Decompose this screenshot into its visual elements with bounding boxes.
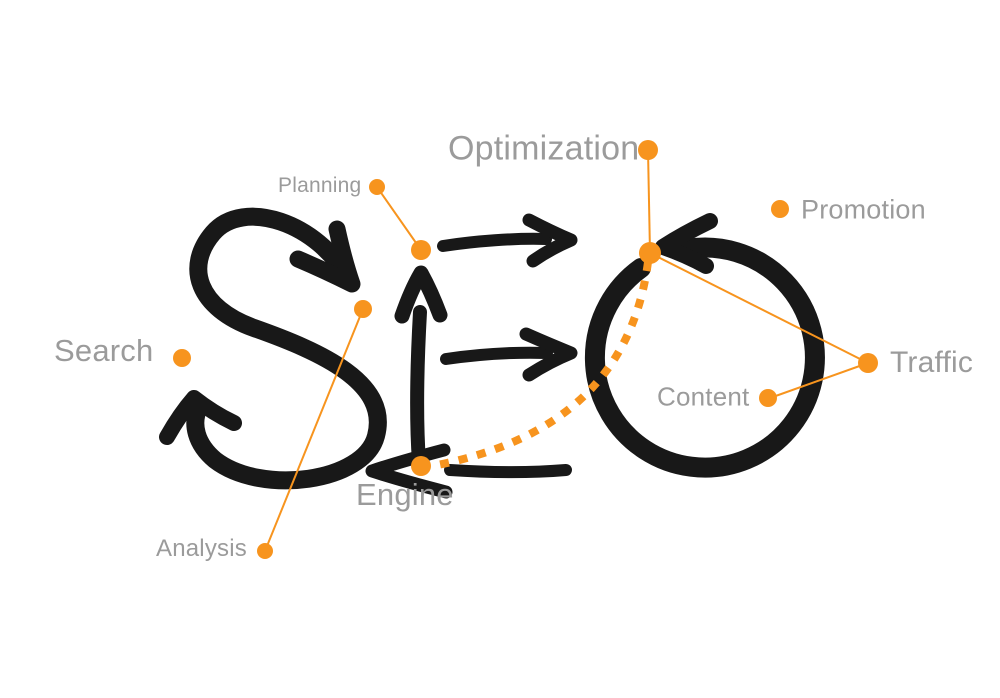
label-search: Search [54, 333, 154, 368]
dot-e-top [411, 240, 431, 260]
dot-analysis [257, 543, 273, 559]
label-optimization: Optimization [448, 129, 640, 168]
line-o-top-to-traffic [649, 252, 869, 364]
letter-e-top-arm-arrowhead-icon [522, 213, 578, 268]
letter-s-shape [159, 207, 387, 490]
letter-e-shape [365, 213, 578, 499]
dotted-curve-o-to-engine [431, 261, 652, 470]
letter-e-spine-shaft [410, 305, 427, 469]
label-analysis: Analysis [156, 535, 247, 562]
dot-search [173, 349, 191, 367]
letter-s-stroke [186, 207, 387, 490]
line-planning-to-e-top [376, 186, 422, 251]
line-optimization-to-o-top [647, 149, 651, 254]
dot-promotion [771, 200, 789, 218]
letter-s-bottom-arrowhead-icon [159, 390, 242, 445]
label-planning: Planning [278, 174, 362, 197]
connector-lines [264, 149, 869, 552]
line-traffic-to-content [769, 362, 869, 399]
letter-e-bottom-arm-shaft [444, 464, 572, 479]
anchor-dots [173, 140, 878, 559]
dot-content [759, 389, 777, 407]
dot-o-top [639, 242, 661, 264]
letter-e-middle-arm-shaft [440, 346, 553, 365]
letter-e-top-arm-shaft [437, 232, 552, 252]
label-traffic: Traffic [890, 346, 974, 379]
letter-e-middle-arm-arrowhead-icon [519, 327, 578, 382]
dot-traffic [858, 353, 878, 373]
letter-o-shape [584, 213, 825, 478]
dot-s-mid [354, 300, 372, 318]
dot-engine [411, 456, 431, 476]
letter-o-circle-stroke [584, 237, 825, 478]
letter-s-top-arrowhead-icon [289, 220, 361, 293]
dot-optimization [638, 140, 658, 160]
dot-planning [369, 179, 385, 195]
label-engine: Engine [356, 477, 454, 512]
label-promotion: Promotion [801, 194, 926, 225]
label-content: Content [657, 381, 750, 412]
line-s-mid-to-analysis [264, 308, 364, 552]
letter-e-spine-up-arrowhead-icon [394, 265, 448, 324]
letter-o-arrowhead-icon [655, 213, 718, 274]
